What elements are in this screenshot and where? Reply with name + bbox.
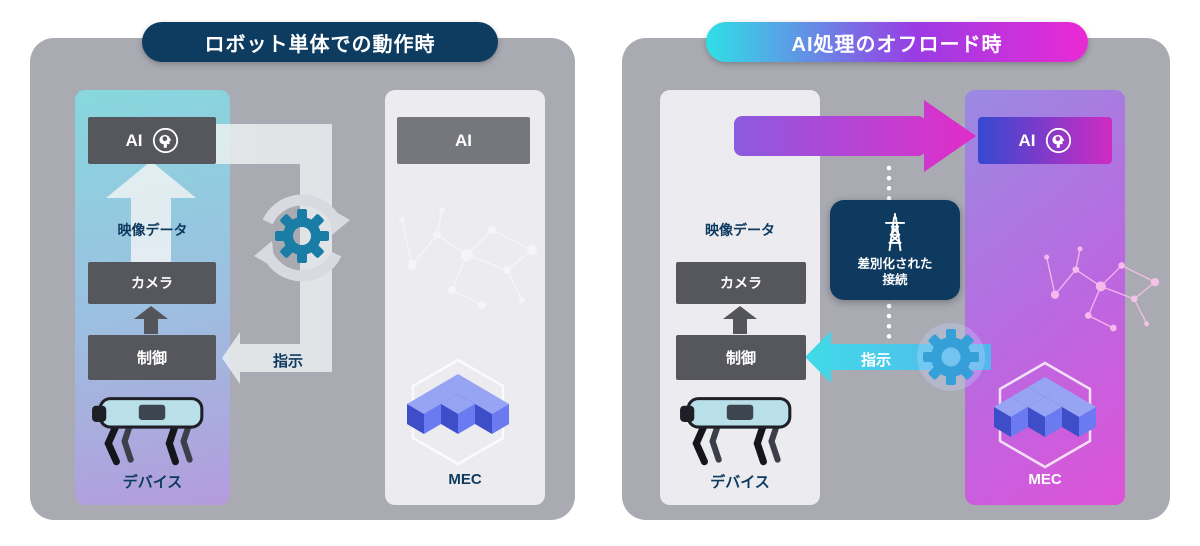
dotted-connection-line [886,165,892,351]
left-mec-ai-box: AI [397,117,530,164]
left-control-box: 制御 [88,335,216,380]
control-to-camera-arrow [723,306,757,334]
ai-head-icon [1045,127,1071,154]
offload-data-arrow [734,100,976,172]
left-camera-box: カメラ [88,262,216,304]
left-video-data-label: 映像データ [117,222,188,238]
left-device-caption: デバイス [122,474,183,491]
right-control-box: 制御 [676,335,806,380]
control-label: 制御 [725,350,756,367]
robot-dog-image [680,397,792,466]
right-instruction-label: 指示 [860,352,891,369]
network-pattern [1044,246,1160,332]
right-camera-box: カメラ [676,262,806,304]
sync-arrows-icon [254,194,350,282]
server-cubes-icon [407,358,509,466]
differentiated-connection-box: 差別化された 接続 [830,200,960,300]
ai-head-icon [152,127,178,154]
network-pattern [399,207,537,309]
camera-label: カメラ [720,275,762,291]
connection-label-line1: 差別化された [857,256,933,271]
camera-label: カメラ [131,275,173,291]
ai-label: AI [455,130,472,150]
ai-label: AI [125,130,143,150]
right-scenario-title: AI処理のオフロード時 [706,22,1088,62]
right-device-caption: デバイス [710,474,770,491]
right-title-text: AI処理のオフロード時 [791,33,1003,56]
gear-icon [275,209,329,263]
left-device-ai-box: AI [88,117,216,164]
gear-icon [917,323,985,391]
right-mec-caption: MEC [1028,471,1062,488]
instruction-loop-arrow [214,124,332,384]
right-video-data-label: 映像データ [705,222,775,238]
connection-label-line2: 接続 [882,273,908,287]
left-title-text: ロボット単体での動作時 [204,33,436,56]
server-cubes-icon [994,361,1096,469]
left-instruction-label: 指示 [272,353,303,370]
left-scenario-title: ロボット単体での動作時 [142,22,498,62]
video-data-up-arrow [106,161,196,263]
robot-dog-image [92,397,204,466]
control-to-camera-arrow [134,306,168,334]
radio-tower-icon [884,212,906,251]
ai-label: AI [1018,130,1036,150]
control-label: 制御 [136,350,167,367]
left-mec-caption: MEC [448,471,482,488]
right-mec-ai-box: AI [978,117,1112,164]
